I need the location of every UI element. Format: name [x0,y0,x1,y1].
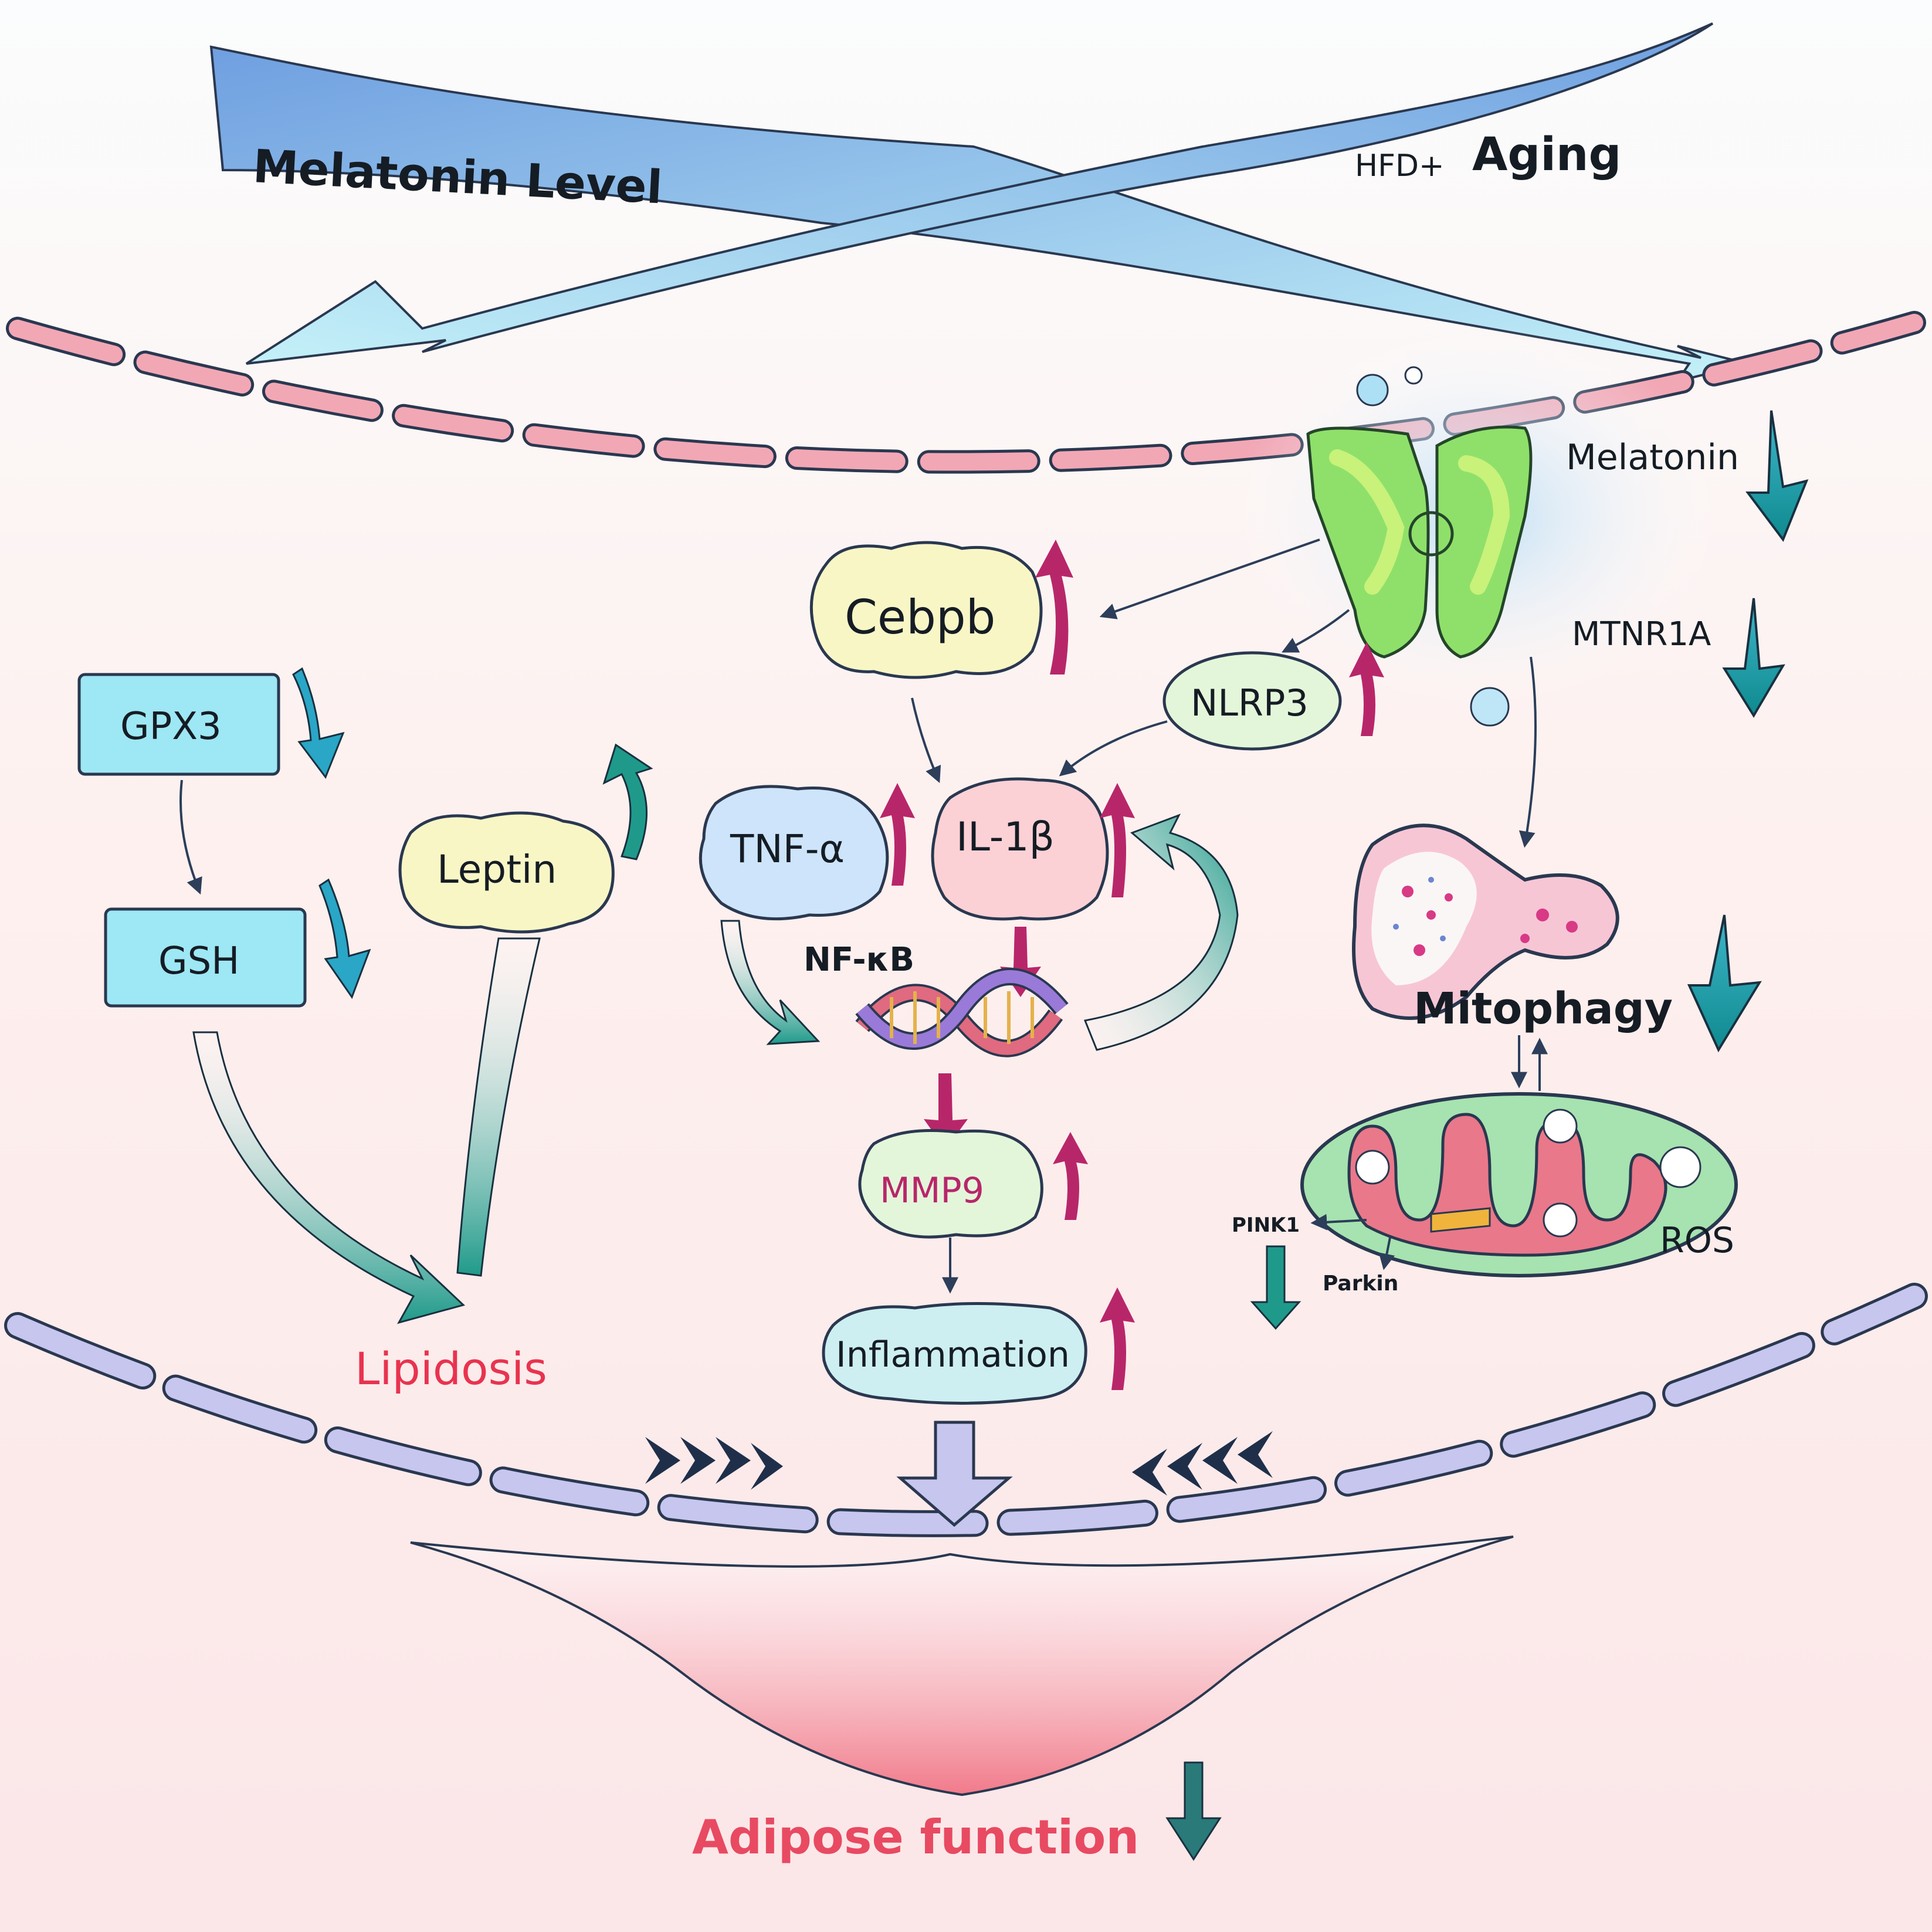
nfkb-dna-helix [855,968,1069,1057]
mtnr1a-label: MTNR1A [1572,615,1711,653]
mtnr1a-receptor [1306,425,1533,659]
parkin-label: Parkin [1323,1272,1398,1296]
inflammation-up-arrow [1100,1287,1135,1390]
nfkb-to-il1b-feedback [1083,814,1239,1051]
cebpb-up-arrow [1035,540,1073,674]
inflammation-node [822,1302,1087,1405]
dividing-mitochondrion [1352,823,1619,1020]
nlrp3-node [1162,651,1342,751]
nfkb-label: NF-κB [804,941,914,979]
adipose-funnel [410,1536,1514,1797]
gsh-node [104,907,307,1008]
mmp9-node [858,1129,1043,1239]
receptor-to-mitophagy-arrow [1519,656,1537,848]
receptor-to-nlrp3-arrow [1281,609,1350,653]
mitophagy-label: Mitophagy [1414,984,1673,1034]
aging-wedge [245,22,1714,365]
mitophagy-down-arrow [1687,914,1762,1053]
pink1-label: PINK1 [1232,1214,1300,1237]
gpx3-node [77,673,280,776]
parkin-arrow [1378,1237,1395,1270]
mitochondrion [1300,1092,1738,1277]
tnf-label: TNF-α [730,826,845,872]
bottom-membrane [4,1283,1928,1537]
leptin-label: Leptin [437,847,557,892]
nlrp3-to-il1b-arrow [1059,720,1168,777]
hfd-label: HFD+ [1355,148,1445,184]
gsh-label: GSH [158,940,239,983]
receptor-to-cebpb-arrow [1099,538,1320,619]
gpx3-to-gsh-arrow [179,779,202,895]
il1b-node [931,777,1109,921]
mtnr1a-down-arrow [1722,598,1785,718]
ros-label: ROS [1660,1220,1734,1261]
melatonin-down-arrow [1745,410,1809,543]
right-chevrons [1132,1431,1273,1496]
mmp9-up-arrow [1053,1132,1088,1220]
cebpb-label: Cebpb [845,590,995,645]
cebpb-to-il1b-arrow [911,697,941,784]
gsh-down-arrow [318,878,371,999]
il1b-up-arrow [1100,783,1135,897]
cebpb-node [809,541,1043,679]
tnf-node [699,785,889,921]
pink1-down-arrow [1250,1245,1301,1330]
melatonin-label: Melatonin [1566,437,1739,478]
gpx3-label: GPX3 [120,705,222,748]
inflammation-label: Inflammation [836,1334,1070,1375]
nlrp3-up-arrow [1349,642,1384,736]
leptin-up-arrow [602,743,653,860]
pink1-arrow [1310,1214,1367,1231]
aging-label: Aging [1472,128,1621,181]
adipose-function-label: Adipose function [692,1810,1139,1865]
left-chevrons [645,1437,783,1490]
tnf-to-nfkb-stream [720,920,821,1045]
lipidosis-label: Lipidosis [355,1343,547,1395]
il1b-label: IL-1β [956,814,1055,860]
mmp9-label: MMP9 [880,1170,984,1211]
tnf-up-arrow [880,783,915,886]
ros-particle [1659,1146,1701,1188]
lipidosis-stream [192,937,541,1324]
leptin-node [398,811,615,934]
adipose-down-arrow [1165,1761,1222,1861]
nlrp3-label: NLRP3 [1191,682,1309,724]
inflammation-down-arrow [896,1421,1013,1527]
gpx3-down-arrow [292,667,345,779]
